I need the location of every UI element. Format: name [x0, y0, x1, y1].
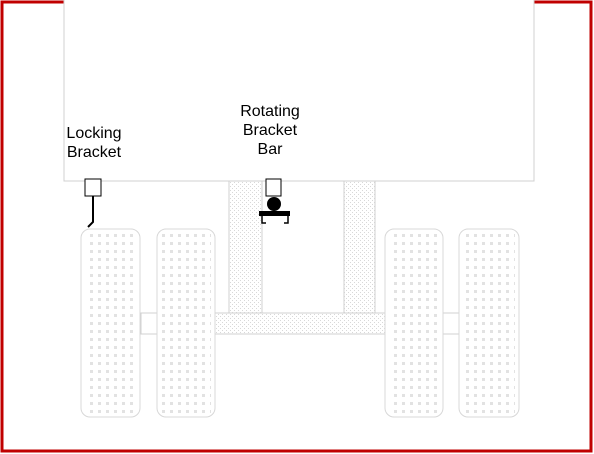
- rotating-bracket-left-clip: [261, 216, 266, 224]
- wheel-left-inner-tread: [161, 233, 211, 413]
- rotating-bracket-box: [265, 178, 282, 197]
- axle-beam-right: [442, 312, 460, 335]
- rotating-bracket-right-clip: [284, 216, 289, 224]
- rotating-bracket-bar-label: Rotating Bracket Bar: [225, 102, 315, 159]
- rotating-bracket-bar-plate: [259, 211, 290, 216]
- rotating-bracket-label-line-2: Bracket: [242, 122, 298, 139]
- wheel-right-outer-tread: [463, 233, 515, 413]
- rotating-bracket-pivot: [267, 197, 281, 211]
- wheel-right-inner-tread: [389, 233, 439, 413]
- locking-bracket-label: Locking Bracket: [54, 124, 134, 162]
- wheel-left-outer-tread: [85, 233, 136, 413]
- locking-bracket-box: [84, 178, 102, 197]
- trailer-body: [63, 0, 535, 182]
- rotating-bracket-label-line-1: Rotating: [240, 103, 300, 120]
- right-frame-support: [343, 180, 376, 314]
- axle-beam-center: [214, 312, 386, 335]
- rotating-bracket-label-line-3: Bar: [257, 141, 283, 158]
- locking-bracket-label-line-2: Bracket: [66, 144, 122, 161]
- rotating-bracket-bar: [259, 178, 290, 224]
- axle-beam-left: [140, 312, 158, 335]
- locking-bracket: [84, 178, 102, 228]
- locking-bracket-hook: [87, 196, 94, 228]
- locking-bracket-label-line-1: Locking: [66, 125, 122, 142]
- left-frame-support: [228, 180, 263, 314]
